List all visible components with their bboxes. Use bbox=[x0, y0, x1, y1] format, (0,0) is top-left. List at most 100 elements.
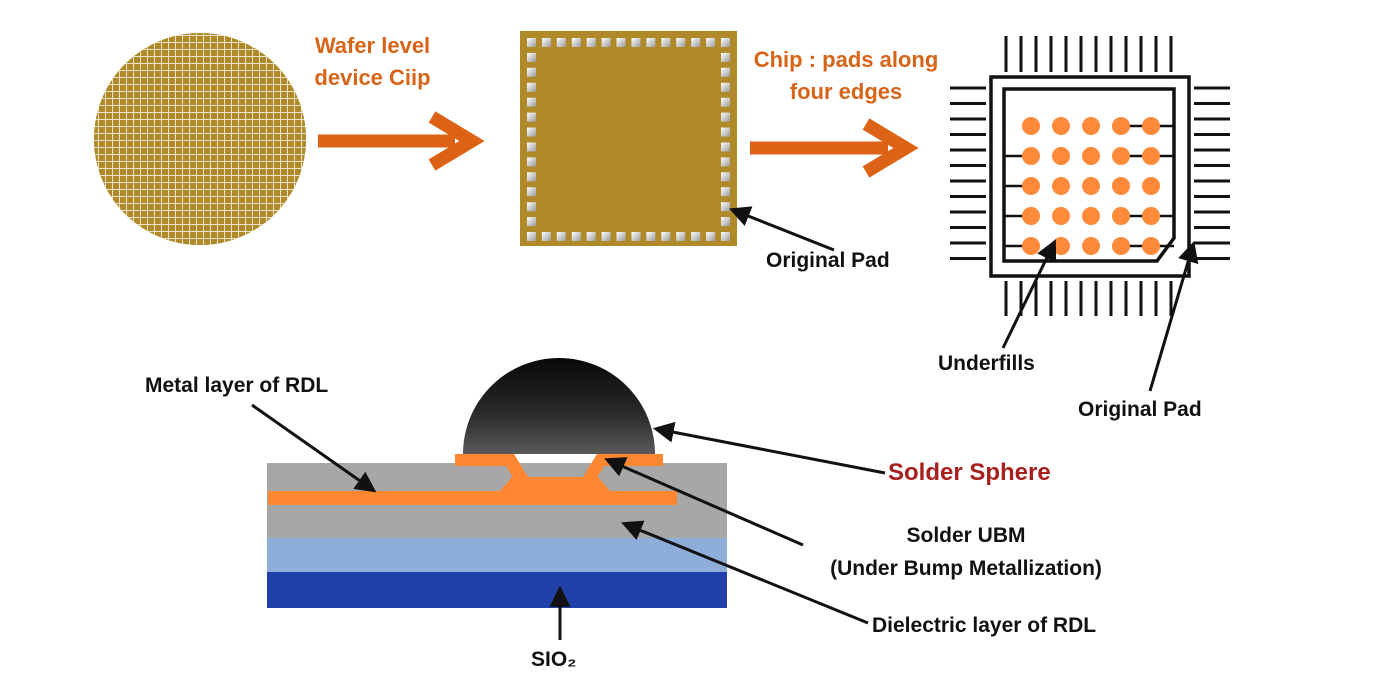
chip-pad bbox=[527, 217, 536, 227]
chip-edge-pads bbox=[527, 38, 730, 241]
pointer-dielectric bbox=[621, 520, 869, 625]
chip-pad bbox=[646, 232, 656, 241]
process-arrow-wafer-to-chip bbox=[318, 111, 485, 171]
solder-ball bbox=[1052, 207, 1070, 225]
chip-pad bbox=[646, 38, 656, 47]
chip-pad bbox=[721, 52, 730, 62]
label-solder-sphere: Solder Sphere bbox=[888, 459, 1051, 486]
sio2-layer bbox=[267, 572, 727, 608]
label-wafer-level-line2: device Ciip bbox=[314, 65, 431, 90]
solder-ball bbox=[1052, 177, 1070, 195]
label-underfills: Underfills bbox=[938, 352, 1035, 375]
chip-pad bbox=[721, 67, 730, 77]
chip-pad bbox=[616, 232, 626, 241]
chip-pad bbox=[706, 38, 716, 47]
process-arrow-chip-to-package bbox=[750, 118, 919, 178]
solder-ball bbox=[1082, 237, 1100, 255]
chip-pad bbox=[556, 232, 566, 241]
pointer-original-pad-package bbox=[1148, 240, 1199, 392]
chip-pad bbox=[706, 232, 716, 241]
rdl-cross-section bbox=[267, 358, 727, 608]
chip-pad bbox=[586, 232, 596, 241]
chip-pad bbox=[527, 67, 536, 77]
label-solder-ubm: Solder UBM (Under Bump Metallization) bbox=[798, 519, 1134, 585]
solder-ball bbox=[1142, 117, 1160, 135]
chip-pad bbox=[586, 38, 596, 47]
chip bbox=[520, 31, 737, 246]
solder-ball bbox=[1052, 237, 1070, 255]
pointer-original-pad-chip bbox=[729, 206, 835, 252]
chip-pad bbox=[527, 52, 536, 62]
solder-ball bbox=[1022, 237, 1040, 255]
chip-pad bbox=[527, 232, 536, 241]
label-sio2: SIO₂ bbox=[531, 648, 577, 671]
solder-ball bbox=[1082, 147, 1100, 165]
chip-pad bbox=[661, 38, 671, 47]
chip-pad bbox=[527, 112, 536, 122]
label-chip-pads: Chip : pads along four edges bbox=[740, 44, 952, 108]
solder-ball-array bbox=[1022, 117, 1160, 255]
chip-pad bbox=[676, 232, 686, 241]
chip-pad bbox=[527, 142, 536, 152]
chip-pad bbox=[691, 38, 701, 47]
chip-pad bbox=[527, 157, 536, 167]
chip-pad bbox=[721, 202, 730, 212]
chip-pad bbox=[527, 187, 536, 197]
chip-pad bbox=[527, 127, 536, 137]
chip-pad bbox=[721, 232, 730, 241]
chip-pad bbox=[616, 38, 626, 47]
chip-pad bbox=[571, 38, 581, 47]
chip-pad bbox=[631, 232, 641, 241]
solder-ball bbox=[1142, 177, 1160, 195]
chip-pad bbox=[571, 232, 581, 241]
pointer-solder-sphere bbox=[652, 421, 886, 475]
label-wafer-level-line1: Wafer level bbox=[314, 33, 431, 58]
chip-pad bbox=[721, 112, 730, 122]
solder-ball bbox=[1082, 177, 1100, 195]
label-metal-layer: Metal layer of RDL bbox=[145, 374, 329, 397]
light-blue-layer bbox=[267, 538, 727, 572]
solder-ball bbox=[1052, 147, 1070, 165]
chip-pad bbox=[601, 38, 611, 47]
chip-pad bbox=[721, 157, 730, 167]
chip-pad bbox=[721, 127, 730, 137]
solder-ball bbox=[1082, 207, 1100, 225]
solder-ball bbox=[1112, 147, 1130, 165]
chip-pad bbox=[721, 142, 730, 152]
chip-pad bbox=[721, 172, 730, 182]
chip-pad bbox=[556, 38, 566, 47]
pointer-underfills bbox=[1001, 239, 1057, 349]
solder-ball bbox=[1142, 147, 1160, 165]
wafer bbox=[94, 33, 306, 245]
underfill-outline bbox=[1002, 87, 1176, 263]
chip-pad bbox=[527, 38, 536, 47]
chip-pad bbox=[721, 82, 730, 92]
solder-ball bbox=[1112, 207, 1130, 225]
pointer-arrows bbox=[251, 206, 1199, 640]
solder-ball bbox=[1052, 117, 1070, 135]
solder-ball bbox=[1022, 117, 1040, 135]
solder-ball bbox=[1112, 177, 1130, 195]
label-original-pad-package: Original Pad bbox=[1078, 398, 1202, 421]
chip-pad bbox=[631, 38, 641, 47]
chip-pad bbox=[721, 38, 730, 47]
solder-ball bbox=[1022, 207, 1040, 225]
chip-pad bbox=[527, 82, 536, 92]
chip-pad bbox=[527, 202, 536, 212]
label-chip-line2: four edges bbox=[789, 79, 903, 104]
solder-ball bbox=[1022, 177, 1040, 195]
pointer-metal-layer bbox=[251, 403, 377, 493]
solder-ball bbox=[1082, 117, 1100, 135]
label-original-pad-chip: Original Pad bbox=[766, 249, 890, 272]
chip-pad bbox=[676, 38, 686, 47]
chip-pad bbox=[661, 232, 671, 241]
solder-ball bbox=[1142, 237, 1160, 255]
solder-sphere bbox=[463, 358, 655, 454]
solder-ball bbox=[1112, 117, 1130, 135]
chip-pad bbox=[721, 187, 730, 197]
label-solder-ubm-line2: (Under Bump Metallization) bbox=[830, 557, 1102, 580]
label-wafer-level: Wafer level device Ciip bbox=[290, 30, 455, 94]
solder-ball bbox=[1112, 237, 1130, 255]
solder-ball bbox=[1022, 147, 1040, 165]
